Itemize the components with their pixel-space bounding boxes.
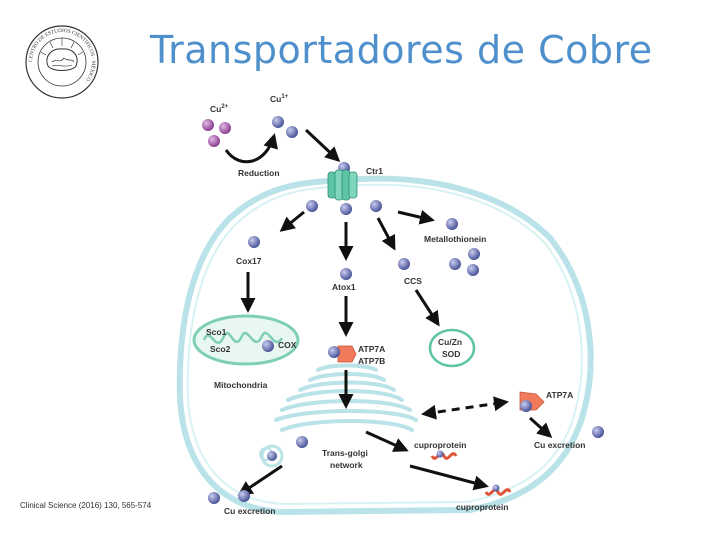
atp7a-label: ATP7A: [358, 344, 385, 354]
cu1-ion: [492, 484, 500, 492]
trans-golgi-label: Trans-golgi: [322, 448, 368, 458]
ccs-label: CCS: [404, 276, 422, 286]
cu1-ion: [340, 203, 352, 215]
cu1-ion: [340, 268, 352, 280]
cu1-ion: [296, 436, 308, 448]
golgi-apparatus: [274, 363, 418, 432]
cu2-ion: [202, 119, 214, 131]
cox17-label: Cox17: [236, 256, 262, 266]
cu1-ion: [592, 426, 604, 438]
atp7b-label: ATP7B: [358, 356, 385, 366]
cu1-ion: [248, 236, 260, 248]
cu1-ion: [398, 258, 410, 270]
cu1-label: Cu1+: [270, 94, 289, 104]
cu1-ion: [449, 258, 461, 270]
sod-enzyme: [428, 328, 476, 368]
reduction-label: Reduction: [238, 168, 280, 178]
cu1-ion: [446, 218, 458, 230]
sod-label: SOD: [442, 349, 460, 359]
cu-zn-label: Cu/Zn: [438, 337, 462, 347]
cu1-ion: [436, 450, 444, 458]
citation-text: Clinical Science (2016) 130, 565-574: [20, 501, 152, 510]
cox-label: COX: [278, 340, 297, 350]
cu1-ion: [468, 248, 480, 260]
cuproprotein-inner-label: cuproprotein: [414, 440, 466, 450]
copper-transport-diagram: Cu2+ Cu1+ Reduction Ctr1 Metallothionein…: [176, 94, 604, 516]
cuproprotein-outer-label: cuproprotein: [456, 502, 508, 512]
sco1-label: Sco1: [206, 327, 227, 337]
cu1-ion: [286, 126, 298, 138]
cu1-ion: [208, 492, 220, 504]
cuproprotein-inner: [430, 452, 458, 460]
mitochondria: [192, 314, 300, 366]
cu1-ion: [238, 490, 250, 502]
cu1-ion: [272, 116, 284, 128]
cu1-ion: [306, 200, 318, 212]
ctr1-channel: [327, 169, 358, 201]
cu-excretion-bottom-label: Cu excretion: [224, 506, 276, 516]
cu1-ion: [267, 451, 277, 461]
atp7a-membrane-label: ATP7A: [546, 390, 573, 400]
cu1-ion: [520, 400, 532, 412]
ctr1-label: Ctr1: [366, 166, 383, 176]
atox1-label: Atox1: [332, 282, 356, 292]
cu1-ion: [467, 264, 479, 276]
cu1-ion: [262, 340, 274, 352]
recycling-arrow: [421, 396, 509, 420]
cu1-ion: [370, 200, 382, 212]
network-label: network: [330, 460, 363, 470]
slide-title: Transportadores de Cobre: [150, 28, 653, 72]
cuproprotein-outer: [484, 488, 512, 496]
cu2-ion: [208, 135, 220, 147]
cu2-ion: [219, 122, 231, 134]
cell-membrane: [176, 175, 594, 516]
metallothionein-label: Metallothionein: [424, 234, 486, 244]
cu-excretion-right-label: Cu excretion: [534, 440, 586, 450]
cu1-ion: [328, 346, 340, 358]
institution-logo: CENTRO DE ESTUDIOS CIENTIFICOS · MÉXICO …: [22, 22, 102, 102]
mitochondria-label: Mitochondria: [214, 380, 268, 390]
sco2-label: Sco2: [210, 344, 231, 354]
atp7-pump: [337, 345, 357, 363]
cu2-label: Cu2+: [210, 104, 229, 114]
